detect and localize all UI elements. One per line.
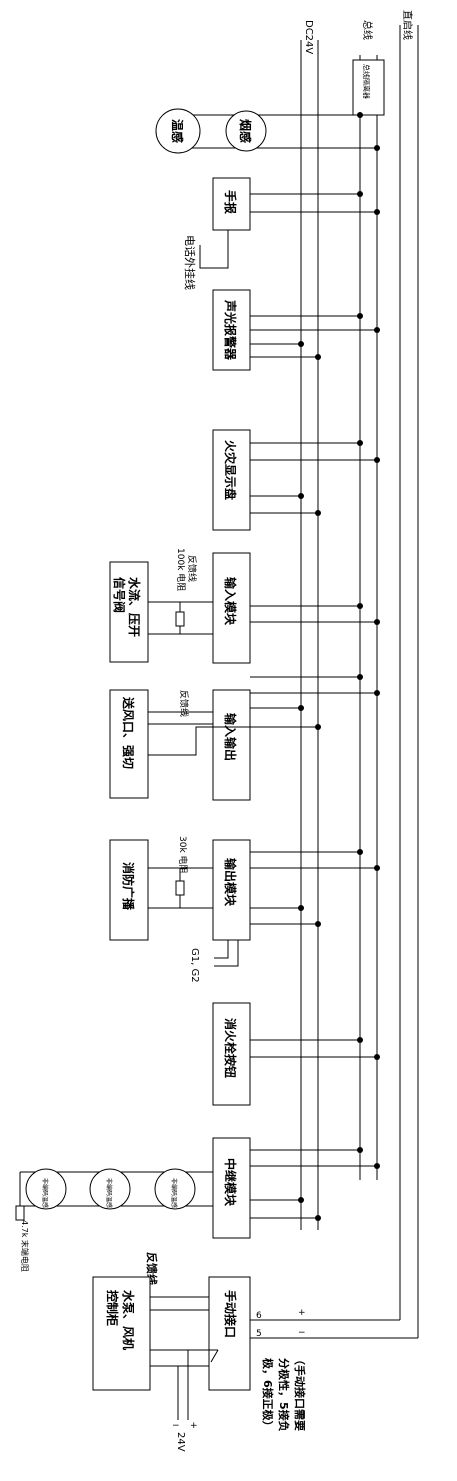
supply-24v-label: 24V — [175, 1432, 186, 1452]
resistor-100k-label: 100k 电阻 — [175, 548, 187, 591]
hydrant-button-box — [212, 1002, 251, 1106]
manual-interface-label: 手动接口 — [223, 1290, 238, 1338]
g-terminal-wire — [214, 940, 229, 959]
smoke-detector-icon — [225, 110, 267, 152]
junction-dot — [315, 354, 321, 360]
junction-dot — [357, 674, 363, 680]
bus-label: 总线 — [361, 20, 374, 40]
smoke-detector-label: 烟感 — [238, 119, 253, 143]
minus-label: − — [298, 1328, 306, 1338]
supply-plus-label: + — [190, 1421, 198, 1431]
junction-dot — [374, 865, 380, 871]
g-terminal-label: G1, G2 — [189, 948, 200, 983]
relay-detector-label: 非编码温感 — [170, 1178, 178, 1208]
alarm-box — [212, 289, 251, 371]
junction-dot — [298, 905, 304, 911]
air-outlet-label: 送风口、强切 — [121, 696, 136, 769]
junction-dot — [357, 1037, 363, 1043]
junction-dot — [357, 191, 363, 197]
note-line-3: 极，6接正极） — [261, 1358, 275, 1432]
junction-dot — [357, 112, 363, 118]
supply-minus-label: − — [172, 1421, 180, 1431]
junction-dot — [298, 1197, 304, 1203]
manual-interface-box — [208, 1276, 251, 1391]
signal-valve-label: 信号阀 — [112, 577, 127, 613]
relay-detector-label: 非编码温感 — [105, 1178, 113, 1208]
junction-dot — [315, 921, 321, 927]
feedback-label-b: 反馈线 — [178, 690, 190, 717]
hydrant-button-label: 消火栓按钮 — [223, 1018, 238, 1078]
note-line-2: 分极性，5接负 — [277, 1358, 291, 1432]
heat-detector-label: 温感 — [170, 119, 185, 143]
resistor-30k-label: 30k 电阻 — [177, 836, 189, 874]
relay-module-box — [212, 1137, 251, 1239]
relay-detector-icon — [25, 1168, 67, 1210]
water-flow-box — [109, 561, 149, 663]
manual-switch — [210, 1349, 219, 1363]
phone-jack-wire — [199, 230, 229, 269]
g-terminal-wire — [214, 940, 239, 967]
relay-detector-icon — [154, 1168, 196, 1210]
alarm-label: 声光报警器 — [223, 299, 238, 361]
control-cabinet-box — [92, 1276, 151, 1391]
water-flow-label: 水流、压开 — [127, 577, 142, 637]
junction-dot — [374, 690, 380, 696]
broadcast-box — [109, 839, 149, 941]
relay-detector-icon — [89, 1168, 131, 1210]
manual-call-box — [212, 177, 251, 231]
air-outlet-box — [109, 689, 149, 799]
junction-dot — [357, 1147, 363, 1153]
junction-dot — [374, 145, 380, 151]
manual-call-label: 手报 — [223, 190, 238, 214]
junction-dot — [357, 313, 363, 319]
eol-resistor-label: 4.7k 末端电阻 — [20, 1220, 30, 1272]
junction-dot — [315, 510, 321, 516]
junction-dot — [374, 1163, 380, 1169]
junction-dot — [374, 457, 380, 463]
direct-line-label: 直启线 — [401, 10, 414, 40]
pump-fan-label: 水泵、风机 — [121, 1290, 136, 1350]
io-module-box — [212, 689, 251, 801]
pin6-label: 6 — [256, 1311, 262, 1321]
control-cabinet-label: 控制柜 — [105, 1290, 120, 1326]
junction-dot — [298, 341, 304, 347]
relay-detector-label: 非编码温感 — [41, 1178, 49, 1208]
junction-dot — [357, 603, 363, 609]
resistor-100k-icon — [175, 611, 185, 627]
junction-dot — [374, 209, 380, 215]
io-power-wire — [148, 726, 318, 756]
fire-display-box — [212, 429, 251, 531]
feedback-label-a: 反馈线 — [186, 555, 198, 582]
junction-dot — [357, 849, 363, 855]
junction-dot — [374, 619, 380, 625]
output-module-label: 输出模块 — [223, 858, 238, 907]
bus-isolator-label: 总线隔离器 — [362, 64, 371, 99]
resistor-30k-icon — [175, 880, 185, 896]
junction-dot — [357, 440, 363, 446]
input-module-box — [212, 552, 251, 664]
bus-isolator-box — [352, 59, 385, 116]
dc24v-label: DC24V — [303, 20, 314, 54]
pin5-label: 5 — [256, 1329, 262, 1339]
junction-dot — [374, 327, 380, 333]
junction-dot — [315, 1215, 321, 1221]
junction-dot — [374, 1054, 380, 1060]
junction-dot — [298, 705, 304, 711]
relay-module-label: 中继模块 — [223, 1158, 238, 1207]
phone-jack-label: 电话外挂线 — [183, 235, 197, 290]
plus-label: + — [298, 1308, 306, 1318]
fire-display-label: 火灾显示盘 — [223, 440, 238, 500]
output-module-box — [212, 839, 251, 941]
junction-dot — [315, 724, 321, 730]
broadcast-label: 消防广播 — [121, 862, 136, 911]
junction-dot — [298, 493, 304, 499]
note-line-1: （手动接口需要 — [293, 1354, 307, 1431]
io-module-label: 输入输出 — [223, 713, 238, 761]
eol-resistor-icon — [15, 1205, 25, 1221]
heat-detector-icon — [155, 108, 201, 154]
input-module-label: 输入模块 — [223, 577, 238, 626]
